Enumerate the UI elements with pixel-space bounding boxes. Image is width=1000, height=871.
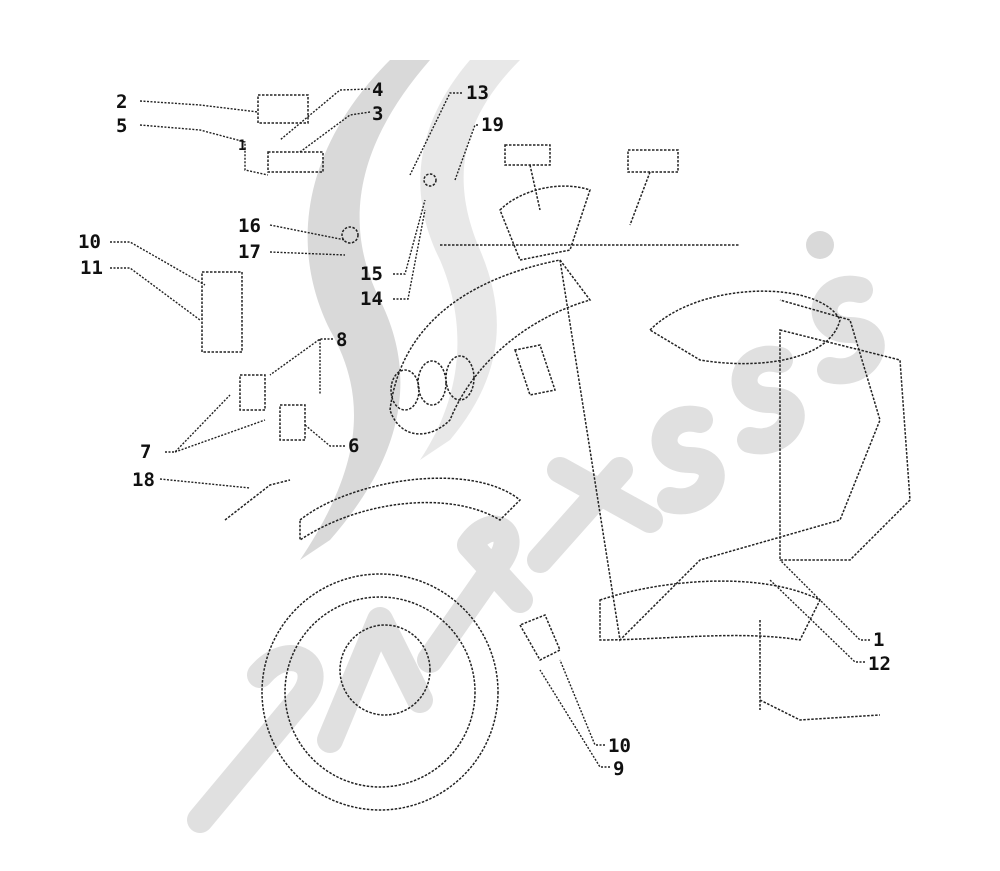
part-9-horn [518, 614, 561, 661]
part-2-relay [257, 94, 309, 124]
part-11-regulator [201, 271, 243, 353]
callout-1-bottom: 1 [873, 629, 884, 651]
part-19 [423, 173, 437, 187]
callout-5: 5 [116, 115, 127, 137]
handlebar-cover [499, 185, 591, 261]
front-wheel [261, 573, 499, 811]
left-mirror [504, 144, 551, 166]
callout-9: 9 [613, 758, 624, 780]
callout-3: 3 [372, 103, 383, 125]
scooter-illustration [261, 144, 911, 811]
callout-19: 19 [481, 114, 504, 136]
callout-10-bottom: 10 [608, 735, 631, 757]
callout-1-top: 1 [238, 138, 246, 154]
part-3-bracket [267, 151, 324, 173]
leader-lines [110, 88, 870, 768]
callout-2: 2 [116, 91, 127, 113]
callout-10-top: 10 [78, 231, 101, 253]
callout-6: 6 [348, 435, 359, 457]
callout-7: 7 [140, 441, 151, 463]
part-6-relay [279, 404, 306, 441]
callout-13: 13 [466, 82, 489, 104]
rear-body [779, 329, 911, 561]
right-mirror [627, 149, 679, 173]
callout-8: 8 [336, 329, 347, 351]
stand [759, 620, 881, 721]
front-fender [299, 477, 522, 542]
callout-17: 17 [238, 241, 261, 263]
seat [648, 290, 841, 365]
callout-14: 14 [360, 288, 383, 310]
part-7-relay [239, 374, 266, 411]
callout-11: 11 [80, 257, 103, 279]
callout-16: 16 [238, 215, 261, 237]
callout-18: 18 [132, 469, 155, 491]
callout-15: 15 [360, 263, 383, 285]
horn-housing [514, 344, 556, 396]
watermark-logo [187, 60, 885, 833]
brake-disc [339, 624, 431, 716]
loose-parts [201, 94, 561, 661]
callout-4: 4 [372, 79, 383, 101]
callout-12: 12 [868, 653, 891, 675]
callouts: 2 5 4 3 1 13 19 16 17 15 14 10 11 8 7 6 … [78, 79, 891, 780]
floorboard [599, 580, 822, 641]
part-18-switch [224, 479, 291, 521]
part-16 [341, 226, 359, 244]
